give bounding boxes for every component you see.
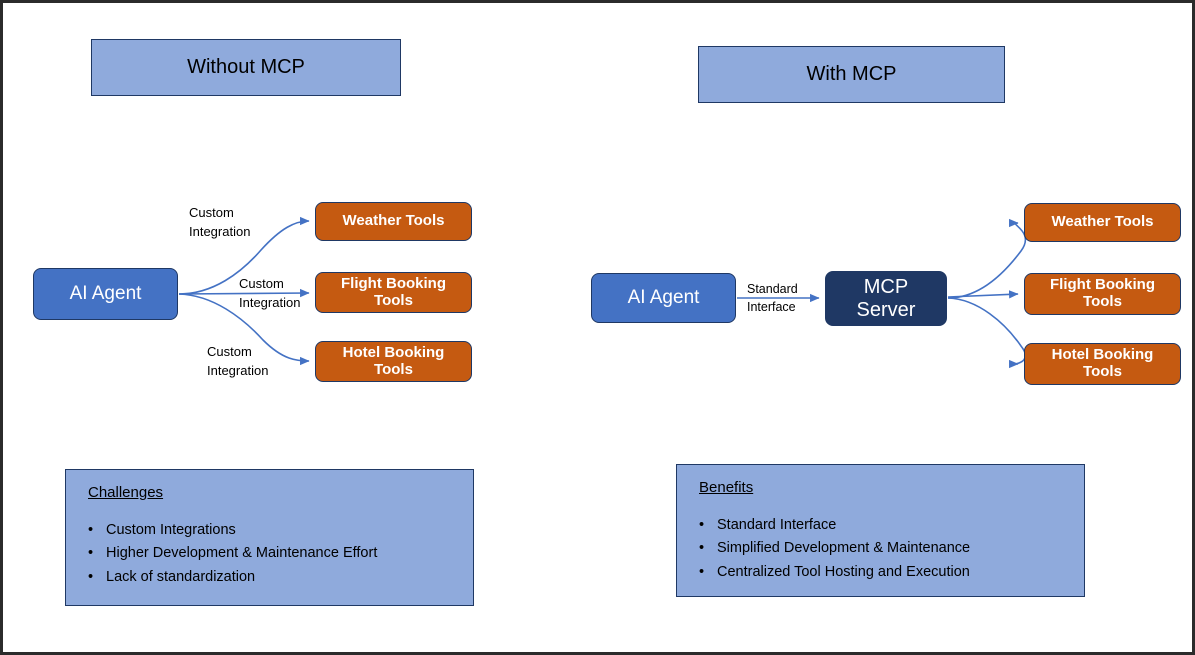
- node-ai-agent-left[interactable]: AI Agent: [33, 268, 178, 320]
- benefits-list: • Standard Interface • Simplified Develo…: [689, 514, 1084, 584]
- list-item: • Lack of standardization: [78, 566, 473, 589]
- edge-label-custom-integration-weather: Custom Integration: [189, 205, 251, 239]
- node-hotel-booking-tools-right[interactable]: Hotel Booking Tools: [1024, 343, 1181, 385]
- list-item-label: Custom Integrations: [106, 522, 236, 538]
- bullet-icon: •: [699, 517, 705, 533]
- section-header-without-mcp: Without MCP: [91, 39, 401, 96]
- edge-label-custom-integration-hotel: Custom Integration: [207, 344, 269, 378]
- list-item: • Simplified Development & Maintenance: [689, 537, 1084, 560]
- list-item: • Centralized Tool Hosting and Execution: [689, 561, 1084, 584]
- challenges-panel-title: Challenges: [88, 484, 164, 501]
- section-header-with-mcp: With MCP: [698, 46, 1005, 103]
- list-item: • Standard Interface: [689, 514, 1084, 537]
- list-item-label: Lack of standardization: [106, 568, 256, 585]
- bullet-icon: •: [88, 545, 94, 562]
- node-flight-booking-tools-left[interactable]: Flight Booking Tools: [315, 272, 472, 313]
- edge-right-flight: [947, 290, 1019, 299]
- list-item-label: Higher Development & Maintenance Effort: [106, 545, 378, 562]
- bullet-icon: •: [88, 568, 94, 585]
- bullet-icon: •: [699, 540, 705, 557]
- benefits-panel: Benefits • Standard Interface • Simplifi…: [676, 464, 1085, 597]
- list-item: • Higher Development & Maintenance Effor…: [78, 542, 473, 565]
- node-weather-tools-right[interactable]: Weather Tools: [1024, 203, 1181, 242]
- edge-right-hotel: [947, 297, 1027, 369]
- edge-label-standard-interface: Standard Interface: [747, 282, 798, 315]
- bullet-icon: •: [699, 563, 705, 580]
- list-item-label: Standard Interface: [717, 517, 837, 533]
- node-flight-booking-tools-right[interactable]: Flight Booking Tools: [1024, 273, 1181, 315]
- list-item: • Custom Integrations: [78, 519, 473, 542]
- edge-label-custom-integration-flight: Custom Integration: [239, 276, 301, 310]
- bullet-icon: •: [88, 522, 94, 538]
- list-item-label: Simplified Development & Maintenance: [717, 540, 971, 557]
- edge-right-weather: [947, 218, 1027, 299]
- list-item-label: Centralized Tool Hosting and Execution: [717, 563, 970, 580]
- challenges-panel: Challenges • Custom Integrations • Highe…: [65, 469, 474, 606]
- node-mcp-server[interactable]: MCP Server: [825, 271, 947, 326]
- node-ai-agent-right[interactable]: AI Agent: [591, 273, 736, 323]
- benefits-panel-title: Benefits: [699, 479, 754, 496]
- node-weather-tools-left[interactable]: Weather Tools: [315, 202, 472, 241]
- challenges-list: • Custom Integrations • Higher Developme…: [78, 519, 473, 589]
- node-hotel-booking-tools-left[interactable]: Hotel Booking Tools: [315, 341, 472, 382]
